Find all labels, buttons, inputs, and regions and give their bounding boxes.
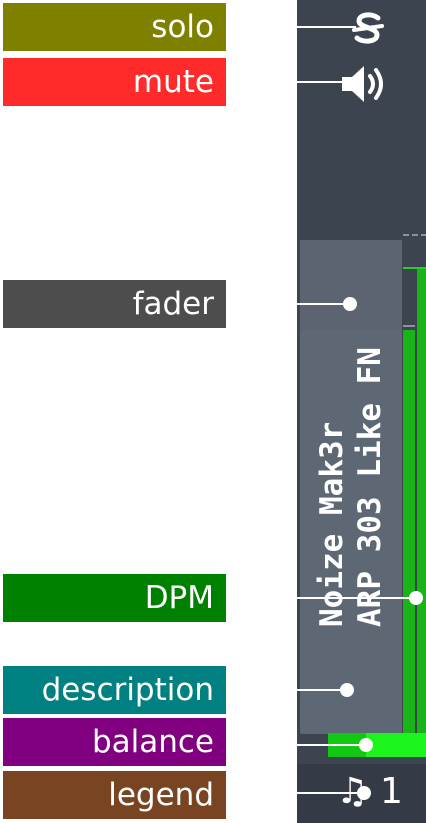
solo-label: solo	[3, 3, 226, 51]
fader-label: fader	[3, 280, 226, 328]
balance-fill	[366, 733, 426, 757]
speaker-icon[interactable]	[340, 62, 394, 106]
dpm-bar-right	[417, 268, 426, 734]
fader-handle[interactable]	[300, 240, 402, 330]
dpm-label: DPM	[3, 574, 226, 622]
description-label: description	[3, 666, 226, 714]
dpm-peak-marks	[403, 234, 426, 327]
mute-label: mute	[3, 58, 226, 106]
dpm-bar-left	[403, 330, 415, 734]
legend-number: 1	[380, 771, 403, 812]
balance-label: balance	[3, 718, 226, 766]
legend-label: legend	[3, 771, 226, 819]
solo-s-icon[interactable]	[350, 10, 386, 46]
